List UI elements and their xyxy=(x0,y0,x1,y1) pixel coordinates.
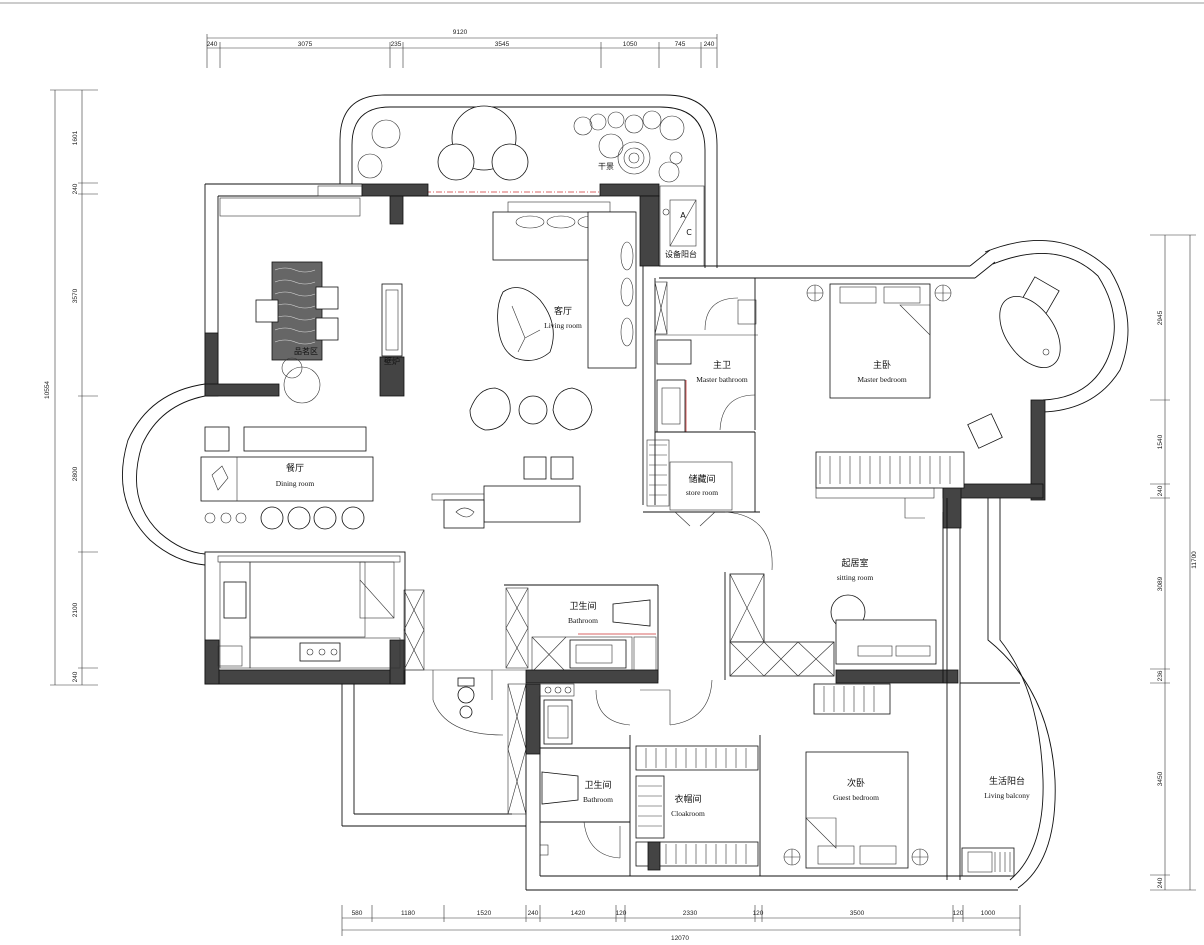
top-total-dim: 9120 xyxy=(453,29,468,36)
left-dim: 2800 xyxy=(72,466,79,481)
left-total-dim: 10554 xyxy=(44,381,51,399)
bottom-total-dim: 12070 xyxy=(671,935,689,942)
fireplace-label: 壁炉 xyxy=(384,356,400,366)
right-dim: 240 xyxy=(1157,485,1164,496)
bathroom-2: 卫生间 Bathroom xyxy=(525,683,630,890)
equip-c-label: C xyxy=(686,228,692,237)
right-dim: 3450 xyxy=(1157,771,1164,786)
cloak-cn: 衣帽间 xyxy=(674,793,701,805)
left-dim: 2100 xyxy=(72,602,79,617)
store-room-en: store room xyxy=(686,488,718,497)
bath2-en: Bathroom xyxy=(583,795,613,804)
bath1-en: Bathroom xyxy=(568,616,598,625)
master-bed-en: Master bedroom xyxy=(857,375,907,384)
guest-en: Guest bedroom xyxy=(833,793,879,802)
top-dim: 240 xyxy=(704,41,715,48)
balcony-cn: 生活阳台 xyxy=(989,775,1025,787)
right-balcony-wall: 生活阳台 Living balcony xyxy=(960,498,1056,889)
master-bedroom: 主卧 Master bedroom xyxy=(806,283,965,519)
dry-landscape-label: 干景 xyxy=(598,162,614,171)
bathroom-1: 卫生间 Bathroom xyxy=(504,584,659,684)
equipment-balcony-label: 设备阳台 xyxy=(665,249,697,259)
dining-room-en: Dining room xyxy=(276,479,315,488)
store-room-cn: 储藏间 xyxy=(688,473,715,485)
store-room: 储藏间 store room xyxy=(643,432,760,527)
right-total-dim: 11700 xyxy=(1191,551,1198,569)
sitting-room-cn: 起居室 xyxy=(841,557,868,569)
left-dimensions: 10554 1601 240 3570 2800 2100 240 xyxy=(44,89,98,686)
guest-cn: 次卧 xyxy=(847,777,865,789)
bottom-dimensions: 580 1180 1520 240 1420 120 2330 120 3500… xyxy=(341,905,1021,942)
bottom-dim: 120 xyxy=(753,910,764,917)
left-dim: 1601 xyxy=(72,130,79,145)
guest-bedroom: 次卧 Guest bedroom xyxy=(783,683,929,869)
right-dimensions: 2945 1540 240 3089 236 3450 240 11700 xyxy=(1150,234,1198,891)
dining-room-cn: 餐厅 xyxy=(286,462,304,474)
bottom-dim: 240 xyxy=(528,910,539,917)
entry-corridor xyxy=(405,669,713,736)
cloakroom: 衣帽间 Cloakroom xyxy=(629,735,761,876)
top-garden: 干景 xyxy=(339,94,718,268)
left-dim: 240 xyxy=(72,183,79,194)
left-dim: 3570 xyxy=(72,288,79,303)
master-bath-en: Master bathroom xyxy=(696,375,748,384)
bottom-dim: 1520 xyxy=(477,910,492,917)
bath1-cn: 卫生间 xyxy=(569,600,596,612)
living-room: 客厅 Living room xyxy=(431,201,637,529)
top-dim: 3545 xyxy=(495,41,510,48)
master-bath-cn: 主卫 xyxy=(713,359,731,371)
master-round-balcony xyxy=(942,240,1129,529)
bottom-dim: 120 xyxy=(953,910,964,917)
kitchen-block xyxy=(204,551,425,685)
balcony-en: Living balcony xyxy=(984,791,1030,800)
right-dim: 3089 xyxy=(1157,576,1164,591)
bottom-dim: 1180 xyxy=(401,910,415,917)
fireplace: 壁炉 xyxy=(381,283,403,366)
tea-area: 品茗区 xyxy=(255,261,339,404)
right-dim: 240 xyxy=(1157,877,1164,888)
top-dim: 745 xyxy=(675,41,686,48)
top-dim: 3075 xyxy=(298,41,313,48)
bottom-dim: 3500 xyxy=(850,910,865,917)
master-bathroom: 主卫 Master bathroom xyxy=(642,266,758,505)
right-dim: 2945 xyxy=(1157,310,1164,325)
top-dim: 1050 xyxy=(623,41,638,48)
sitting-room-en: sitting room xyxy=(837,573,874,582)
bottom-dim: 120 xyxy=(616,910,627,917)
cloak-en: Cloakroom xyxy=(671,809,705,818)
equip-a-label: A xyxy=(680,211,686,220)
top-dimensions: 9120 240 3075 235 3545 1050 745 240 xyxy=(207,29,718,68)
right-dim: 1540 xyxy=(1157,434,1164,449)
bottom-dim: 1420 xyxy=(571,910,586,917)
right-dim: 236 xyxy=(1157,670,1164,681)
tea-area-label: 品茗区 xyxy=(294,346,318,356)
living-room-en: Living room xyxy=(544,321,582,330)
exterior-walls: A C 设备阳台 xyxy=(204,183,996,397)
dining-room: 餐厅 Dining room xyxy=(200,426,374,530)
dining-round-wall xyxy=(122,383,206,566)
sitting-room: 起居室 sitting room xyxy=(724,498,961,880)
bottom-dim: 1000 xyxy=(981,910,996,917)
bottom-dim: 2330 xyxy=(683,910,698,917)
top-dim: 240 xyxy=(207,41,218,48)
living-room-cn: 客厅 xyxy=(554,305,572,317)
left-dim: 240 xyxy=(72,671,79,682)
bath2-cn: 卫生间 xyxy=(584,779,611,791)
bottom-wall xyxy=(526,875,1018,891)
top-dim: 235 xyxy=(391,41,402,48)
lower-left-strip xyxy=(341,683,527,827)
master-bed-cn: 主卧 xyxy=(873,359,891,371)
bottom-dim: 580 xyxy=(352,910,363,917)
